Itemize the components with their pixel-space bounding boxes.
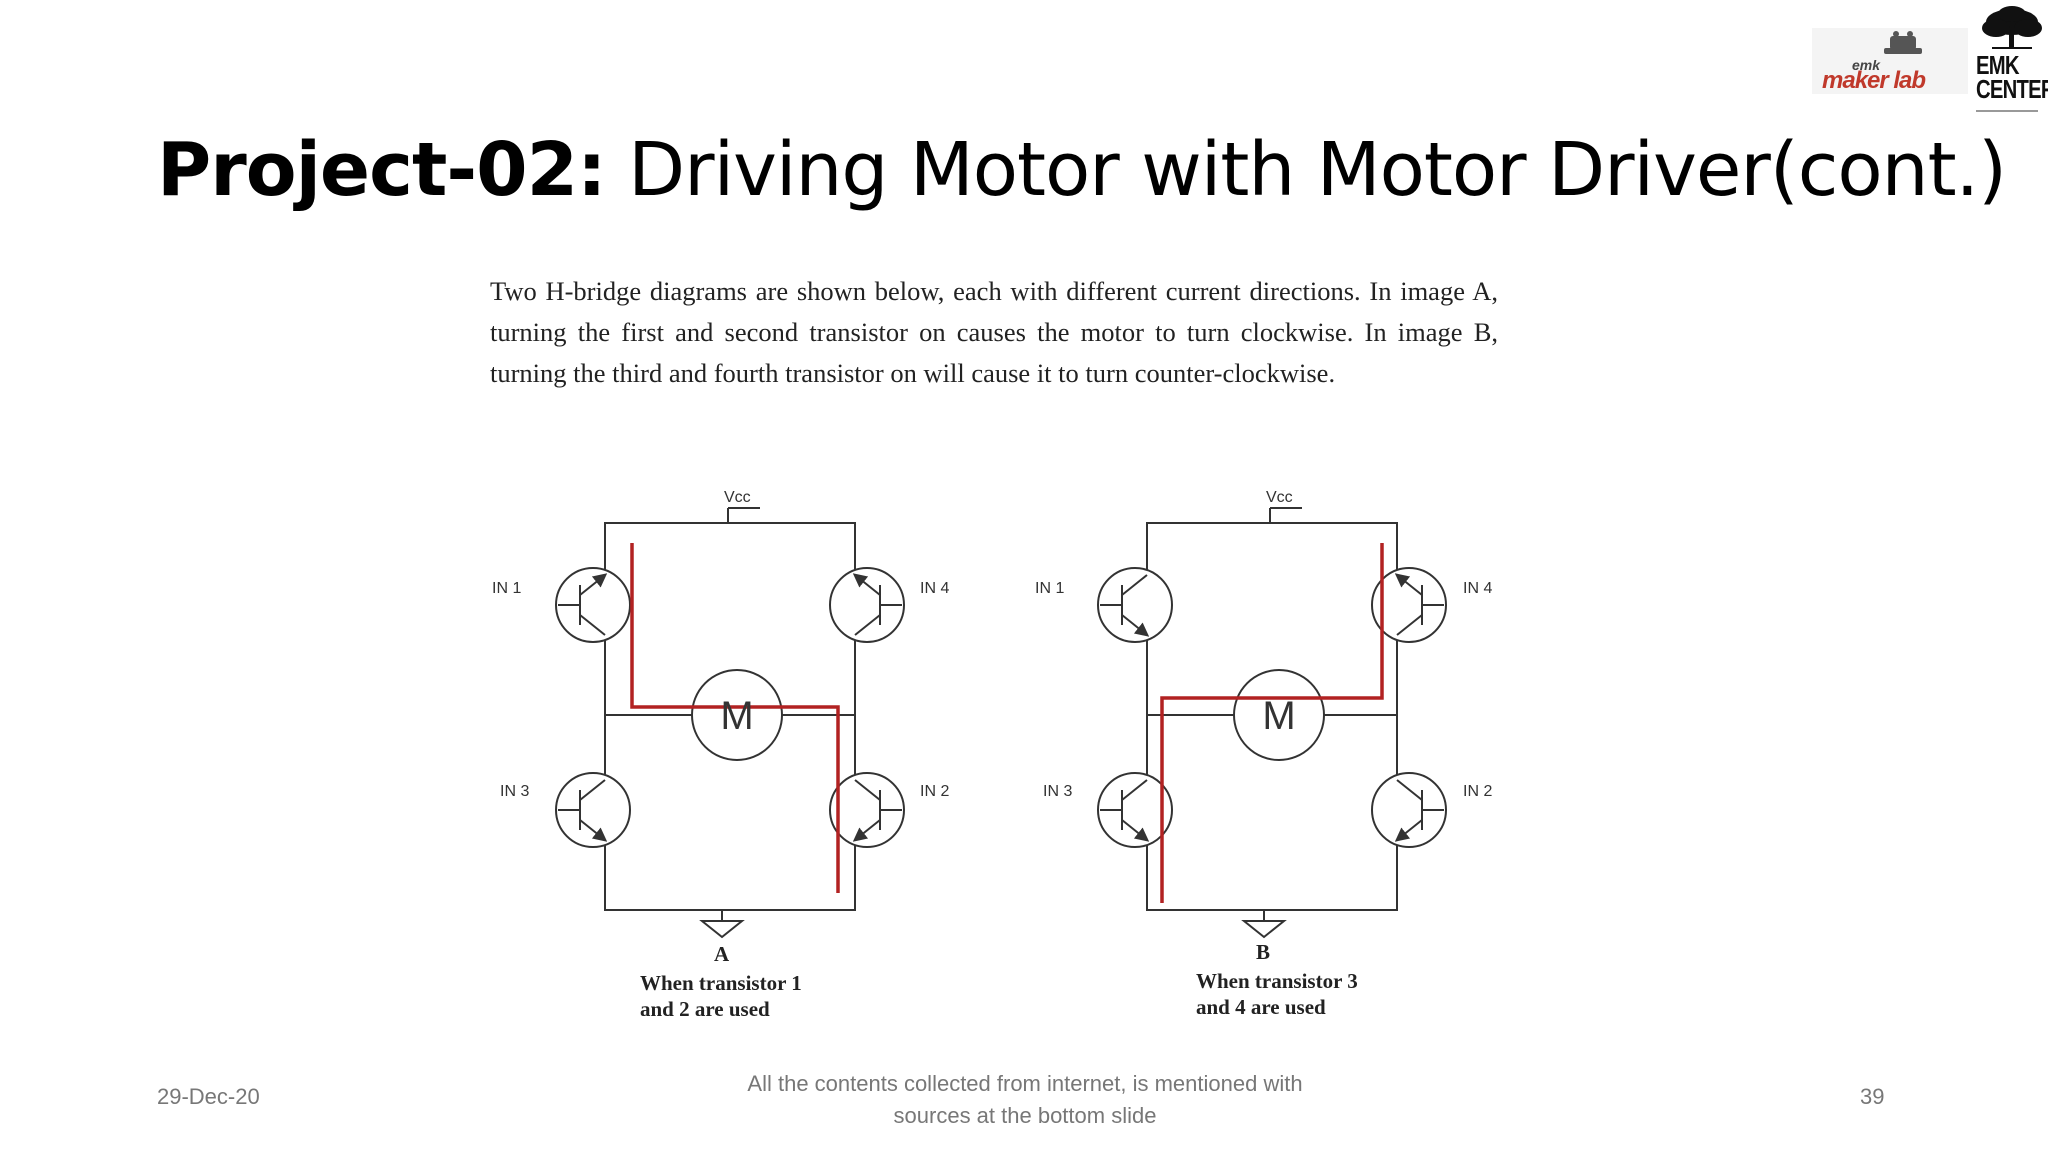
transistor-a-2 (829, 772, 905, 848)
transistor-b-1 (1097, 567, 1173, 643)
diagram-b (1097, 507, 1447, 939)
slide-title: Project-02: Driving Motor with Motor Dri… (157, 122, 2007, 218)
maker-lab-logo: emk maker lab (1812, 28, 1968, 94)
in2-label-a: IN 2 (920, 783, 949, 800)
in2-label-b: IN 2 (1463, 783, 1492, 800)
diagram-letter-a: A (714, 942, 730, 966)
emk-logo-line2: CENTER (1976, 74, 2048, 104)
in1-label-b: IN 1 (1035, 580, 1064, 597)
footer-date: 29-Dec-20 (157, 1084, 260, 1109)
footer-note-line2: sources at the bottom slide (893, 1103, 1157, 1128)
diagram-a (555, 507, 905, 939)
footer-note-line1: All the contents collected from internet… (747, 1071, 1303, 1096)
page-number: 39 (1860, 1084, 1885, 1109)
transistor-b-3 (1097, 772, 1173, 848)
emk-logo-line1: EMK (1976, 50, 2020, 80)
h-bridge-diagrams: Vcc IN 1 IN 4 IN 3 IN 2 M A When transis… (492, 489, 1492, 1021)
transistor-b-4 (1371, 567, 1447, 643)
caption-b-line1: When transistor 3 (1196, 969, 1358, 993)
transistor-a-3 (555, 772, 631, 848)
motor-b-symbol (1233, 669, 1325, 761)
vcc-label-b: Vcc (1266, 489, 1293, 506)
transistor-a-1 (555, 567, 631, 643)
intro-paragraph: Two H-bridge diagrams are shown below, e… (490, 276, 1498, 388)
current-path-b (1160, 543, 1384, 903)
caption-a-line2: and 2 are used (640, 997, 770, 1021)
in3-label-a: IN 3 (500, 783, 529, 800)
footer-note: All the contents collected from internet… (700, 1068, 1350, 1132)
caption-a-line1: When transistor 1 (640, 971, 802, 995)
emk-logo-underline (1976, 110, 2038, 112)
in1-label-a: IN 1 (492, 580, 521, 597)
slide-title-project: Project-02: (157, 127, 607, 213)
current-path-a (630, 543, 840, 893)
motor-a-symbol (691, 669, 783, 761)
in3-label-b: IN 3 (1043, 783, 1072, 800)
transistor-a-4 (829, 567, 905, 643)
in4-label-a: IN 4 (920, 580, 949, 597)
caption-b-line2: and 4 are used (1196, 995, 1326, 1019)
motor-label-b: M (1262, 694, 1295, 738)
tree-icon (1982, 6, 2042, 49)
maker-lab-logo-small: emk (1852, 57, 1881, 73)
emk-center-logo: EMK CENTER (1976, 6, 2048, 120)
motor-label-a: M (720, 694, 753, 738)
in4-label-b: IN 4 (1463, 580, 1492, 597)
transistor-b-2 (1371, 772, 1447, 848)
vcc-label-a: Vcc (724, 489, 751, 506)
maker-lab-logo-text: maker lab (1822, 67, 1925, 94)
diagram-letter-b: B (1256, 940, 1270, 964)
slide-title-text: Driving Motor with Motor Driver(cont.) (605, 127, 2007, 213)
